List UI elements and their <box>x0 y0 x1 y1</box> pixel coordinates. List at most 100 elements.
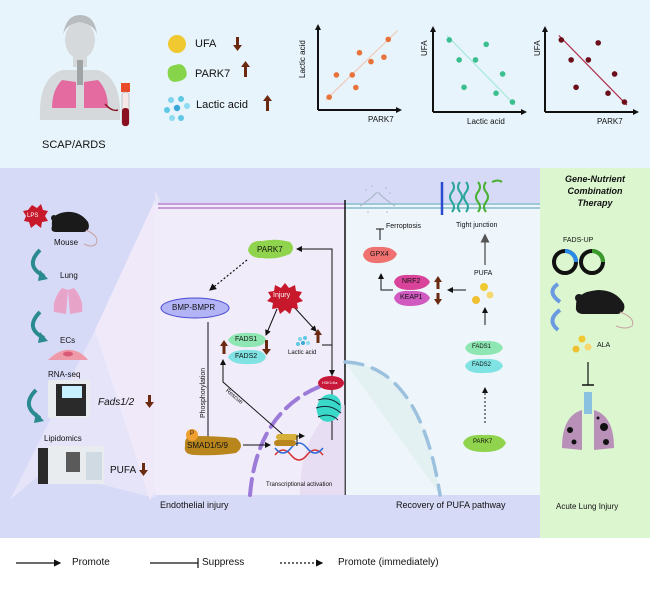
park7-node-shape-2 <box>463 434 506 452</box>
keap1-down-arrow-icon <box>434 293 442 305</box>
step-rna-seq: RNA-seq <box>48 370 81 379</box>
lactic-up-arrow-icon <box>263 95 272 111</box>
chart2-point-2 <box>461 84 467 91</box>
lung-icon <box>53 288 83 314</box>
lactic-up-arrow-icon-2 <box>314 329 322 343</box>
patient-figure-icon <box>39 15 121 120</box>
fads2-node-shape-2 <box>465 358 503 374</box>
therapy-arrow-2 <box>550 308 562 332</box>
phospho-badge <box>186 429 198 441</box>
chart2-point-6 <box>499 71 506 77</box>
step-lung: Lung <box>60 271 78 280</box>
step-ecs: ECs <box>60 336 76 345</box>
chart2-point-1 <box>456 57 462 63</box>
keap1-node: KEAP1 <box>400 294 423 301</box>
injury-to-lactic-arrow <box>293 306 317 332</box>
fads1-node: FADS1 <box>235 336 258 343</box>
fads2-up-arrow-icon <box>220 340 228 354</box>
fads2-node-shape <box>228 349 266 365</box>
marker-label-ufa: UFA <box>195 38 217 50</box>
chart3-point-4 <box>595 40 601 46</box>
chart2-point-3 <box>472 57 479 63</box>
chart2-y-arrowhead <box>430 26 436 32</box>
bmp-bmpr-node: BMP-BMPR <box>172 303 216 312</box>
zoom-wedge-inner <box>95 200 155 500</box>
patient-label: SCAP/ARDS <box>42 139 106 151</box>
chart1-xlabel: PARK7 <box>368 115 394 124</box>
smad-node: SMAD1/5/9 <box>187 441 228 450</box>
ufa-down-arrow-icon <box>233 37 242 51</box>
chart1-y-arrowhead <box>315 24 321 30</box>
chart1-point-0 <box>326 94 333 100</box>
chart2-point-7 <box>509 99 516 105</box>
mass-spec-icon <box>38 446 104 484</box>
marker-label-lactic-acid: Lactic acid <box>196 99 248 111</box>
therapy-title-line-1: Gene-Nutrient <box>564 174 625 184</box>
injured-lung-icon <box>562 392 614 450</box>
ala-label: ALA <box>597 342 611 349</box>
chart1-x-arrowhead <box>396 107 402 113</box>
h3k14la-node: H3K14la <box>322 380 338 385</box>
ferroptosis-dots <box>365 185 391 213</box>
bmp-bmpr-node-shape <box>160 297 230 319</box>
chart1-point-1 <box>333 72 340 78</box>
pufa-node-label: PUFA <box>474 270 493 277</box>
therapy-panel <box>540 168 650 538</box>
injury-node: Injury <box>273 292 291 299</box>
keap1-node-shape <box>394 290 430 306</box>
chart3-xlabel: PARK7 <box>597 117 623 126</box>
flow-arrow-1 <box>31 248 45 278</box>
chart3-point-6 <box>611 71 618 77</box>
chart3-point-3 <box>585 57 592 63</box>
injury-burst-shape <box>267 283 303 314</box>
chart1-point-2 <box>349 72 356 78</box>
lactic-acid-node: Lactic acid <box>288 350 317 356</box>
chart2-xlabel: Lactic acid <box>467 117 505 126</box>
lactic-acid-cluster-icon <box>296 336 310 346</box>
chart3-x-arrowhead <box>633 109 639 115</box>
section-title-endothelial-injury: Endothelial injury <box>160 500 229 510</box>
therapy-title: Gene-Nutrient Combination Therapy <box>540 173 650 209</box>
marker-label-park7: PARK7 <box>195 68 231 80</box>
rescue-arrow <box>220 359 290 441</box>
lactic-acid-icon <box>164 96 190 121</box>
treated-mouse-icon <box>575 290 634 329</box>
park7-node: PARK7 <box>257 245 283 254</box>
acute-lung-injury-label: Acute Lung Injury <box>556 502 619 511</box>
ferroptosis-pore-icon <box>359 191 396 207</box>
pufa-down-arrow-icon <box>139 463 148 476</box>
blood-tube-icon <box>121 83 130 127</box>
chart1-trend-line <box>325 30 399 101</box>
park7-node-2: PARK7 <box>473 439 493 445</box>
fads1-node-shape-2 <box>465 340 503 356</box>
chart2-point-5 <box>493 90 499 96</box>
therapy-title-line-3: Therapy <box>577 198 613 208</box>
step-mouse: Mouse <box>54 238 79 247</box>
pufa-droplets-icon <box>472 283 494 304</box>
ferroptosis-label: Ferroptosis <box>386 223 422 230</box>
phosphorylation-label: Phosphorylation <box>200 367 207 418</box>
chart3-point-5 <box>605 90 611 96</box>
fads2-node-2: FADS2 <box>472 362 492 368</box>
chart1-point-4 <box>356 49 363 56</box>
injury-to-fads-arrow <box>265 308 278 336</box>
fads1-node-2: FADS1 <box>472 344 492 350</box>
mouse-icon <box>51 211 98 247</box>
sequencer-icon <box>48 380 90 418</box>
nrf2-to-gpx4-arrow <box>378 273 393 291</box>
correlation-charts <box>315 24 639 115</box>
chart2-x-arrowhead <box>521 109 527 115</box>
chart3-point-7 <box>621 99 628 105</box>
therapy-title-line-2: Combination <box>567 186 623 196</box>
chart3-point-1 <box>568 57 574 63</box>
ala-droplets-icon <box>572 335 592 353</box>
phospho-p-label: P <box>190 431 195 437</box>
chart3-y-arrowhead <box>542 26 548 32</box>
chart3-point-0 <box>558 37 565 43</box>
smad-node-shape <box>184 435 241 456</box>
chart1-point-3 <box>353 84 359 91</box>
tight-junction-label: Tight junction <box>456 222 498 229</box>
tight-junction-icon <box>440 179 503 215</box>
chart1-point-6 <box>381 54 387 60</box>
